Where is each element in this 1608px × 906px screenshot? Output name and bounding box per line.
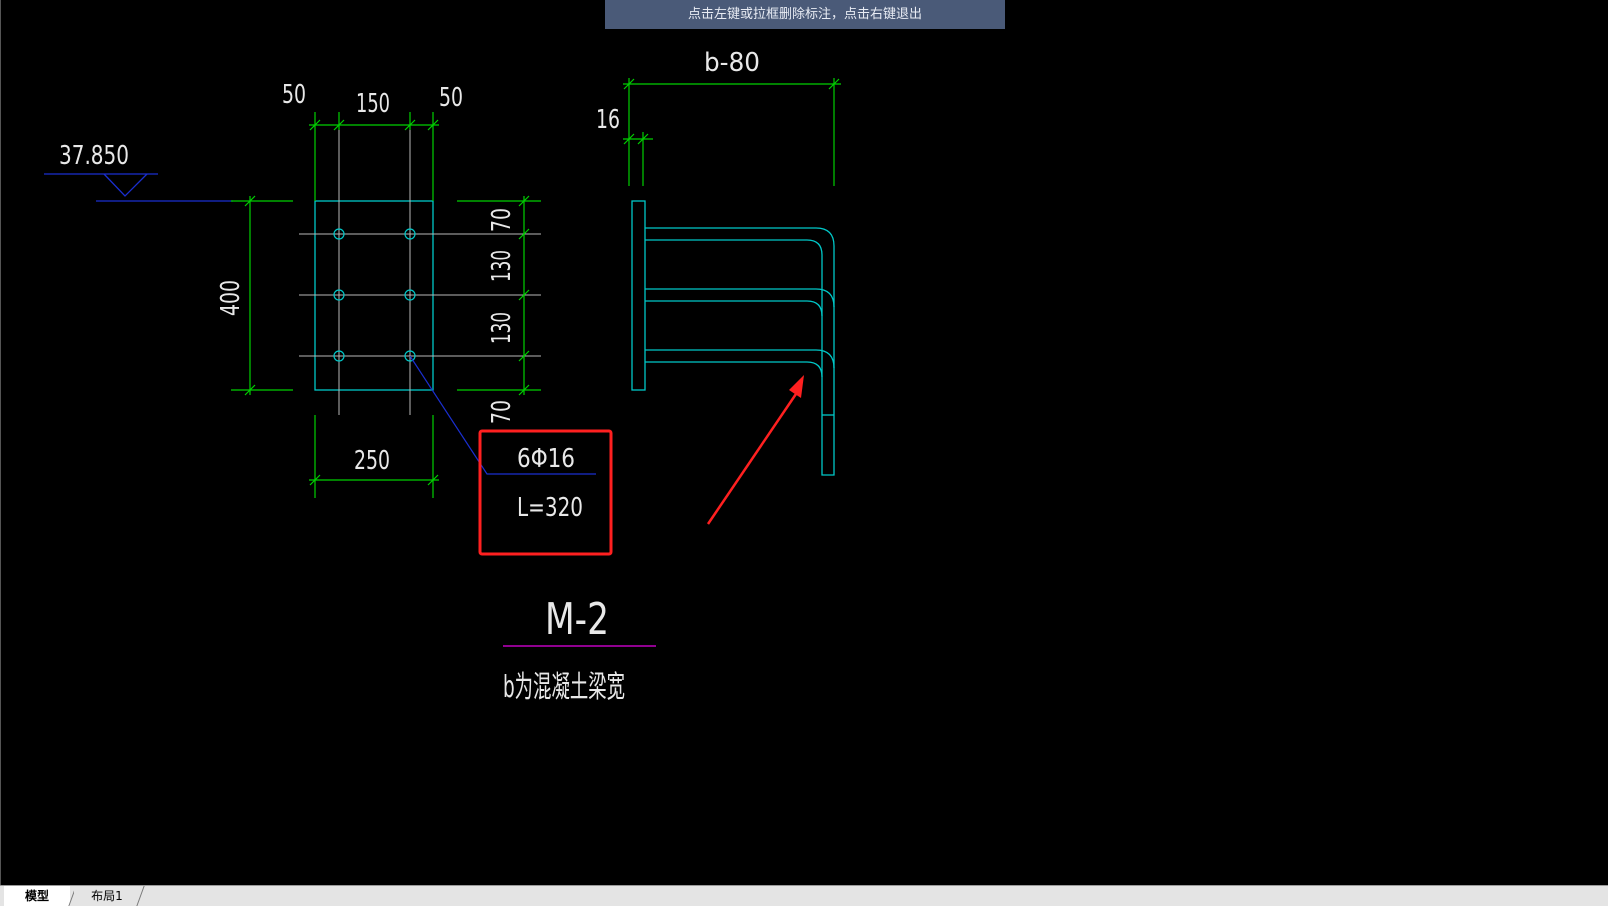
section-plate xyxy=(631,200,835,476)
drawing-canvas[interactable]: 37.850 xyxy=(0,0,1608,885)
command-prompt: 点击左键或拉框删除标注，点击右键退出 xyxy=(605,0,1005,29)
dim-top-left: 50 xyxy=(282,80,306,110)
dim-top-right: 50 xyxy=(439,83,463,113)
tab-layout1[interactable]: 布局1 xyxy=(74,886,140,906)
rebar-leader xyxy=(409,355,596,475)
drawing-note: b为混凝土梁宽 xyxy=(503,670,625,705)
red-arrow xyxy=(706,375,804,525)
right-dimension xyxy=(457,195,541,396)
dim-right-2: 130 xyxy=(487,250,517,282)
top-dimension xyxy=(309,112,439,201)
drawing-title: M-2 xyxy=(545,594,609,645)
highlight-box xyxy=(478,429,613,556)
dim-right-1: 70 xyxy=(487,208,517,232)
anchor-centerlines xyxy=(299,112,541,415)
rebar-length: L=320 xyxy=(517,493,583,523)
dim-bottom: 250 xyxy=(354,446,390,476)
dim-height: 400 xyxy=(216,280,246,316)
tab-model[interactable]: 模型 xyxy=(4,886,70,906)
dim-right-3: 130 xyxy=(487,312,517,344)
left-dimension xyxy=(231,195,293,396)
cad-drawing[interactable]: 37.850 xyxy=(1,0,1608,885)
rebar-count-dia: 6Φ16 xyxy=(517,444,575,474)
dim-top-mid: 150 xyxy=(356,89,390,119)
dim-section-plate: 16 xyxy=(596,105,620,135)
section-top-dimension xyxy=(623,78,841,186)
anchor-holes xyxy=(333,228,416,362)
elevation-text: 37.850 xyxy=(59,141,129,171)
layout-tab-bar: 模型 布局1 xyxy=(0,885,1608,906)
bottom-dimension xyxy=(309,415,439,498)
dim-section-width: b-80 xyxy=(704,48,760,78)
elevation-mark: 37.850 xyxy=(44,141,233,202)
dim-right-4: 70 xyxy=(487,400,517,424)
